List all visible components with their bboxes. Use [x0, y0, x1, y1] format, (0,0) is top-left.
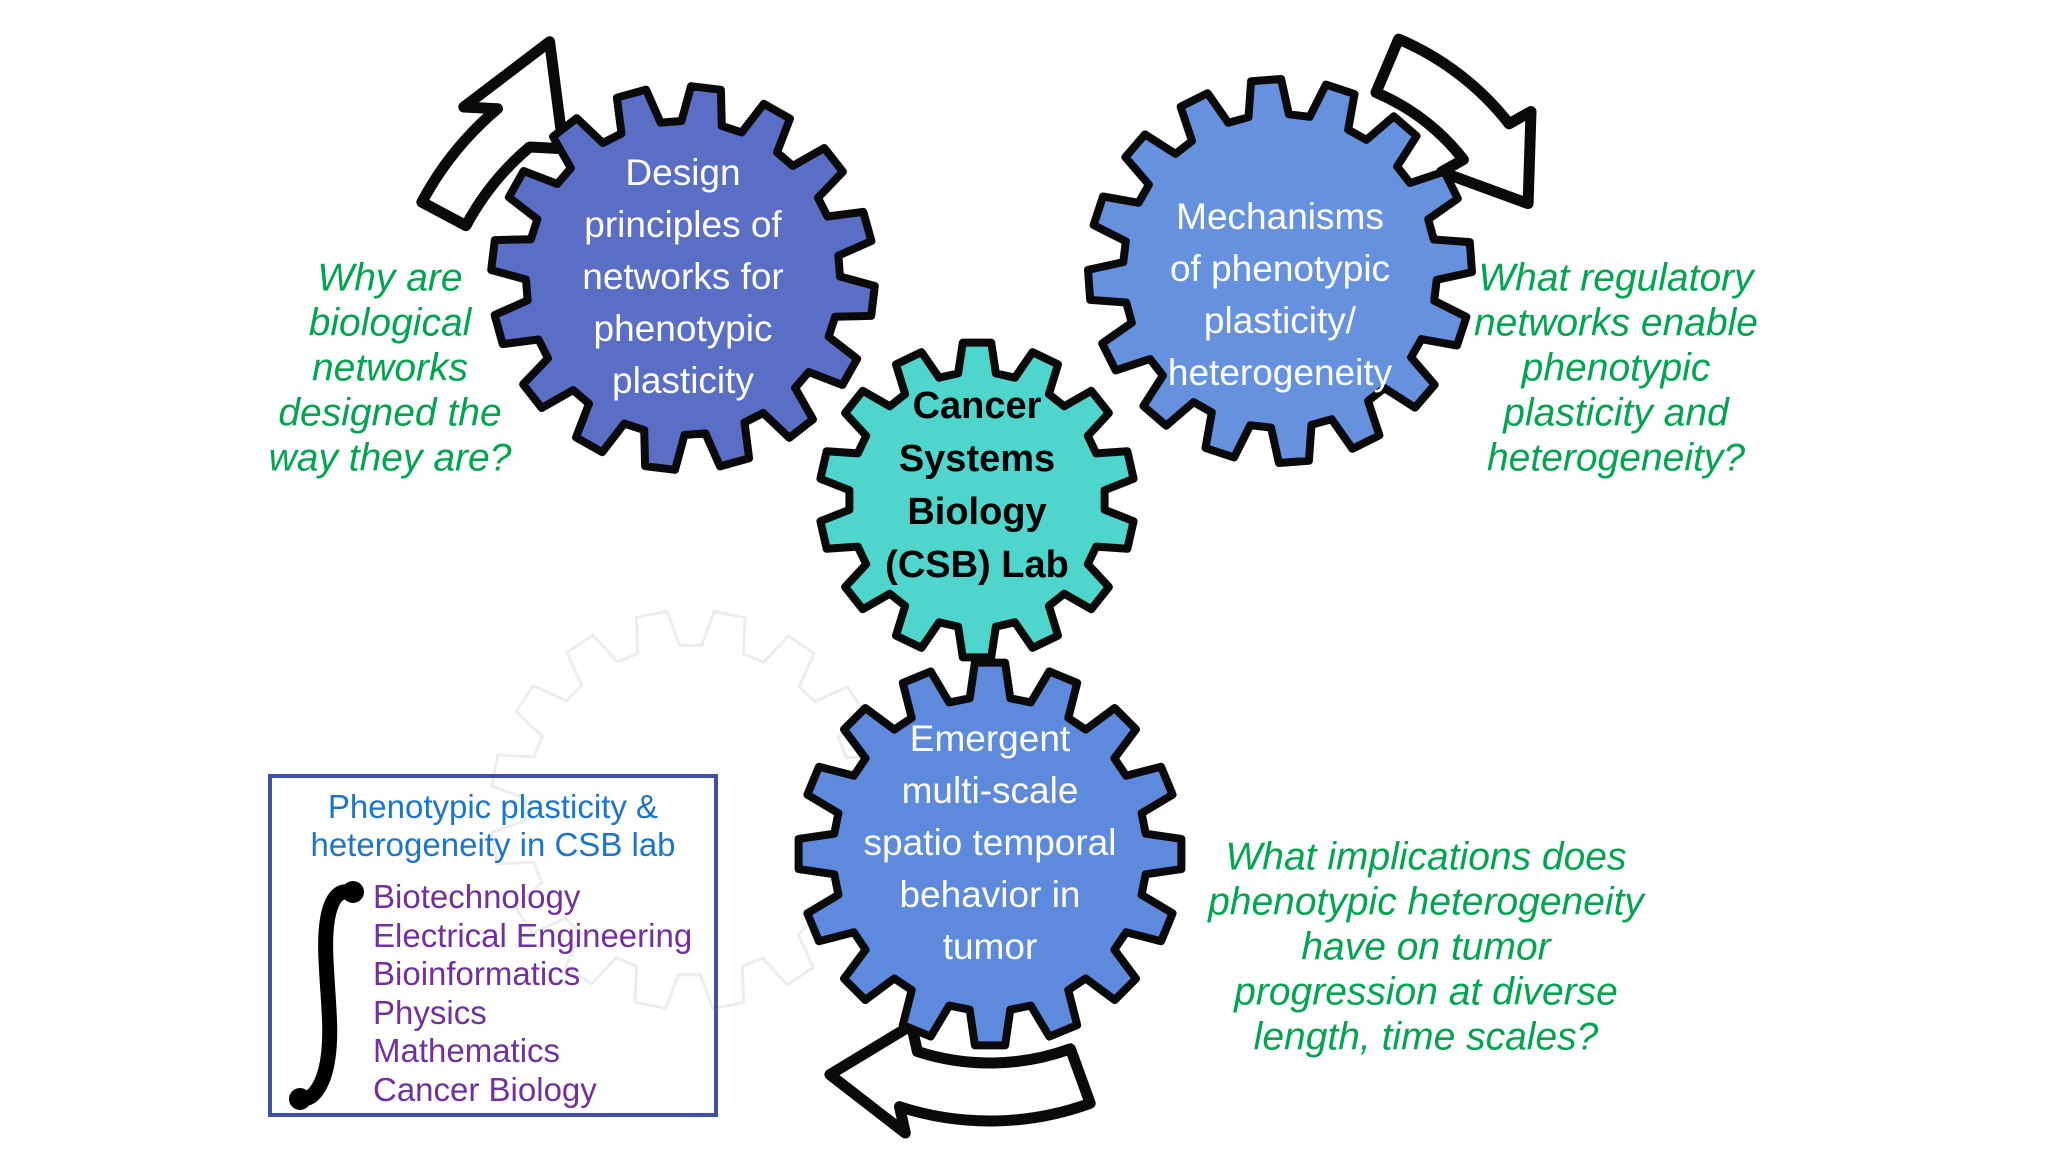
background-gear-watermark [489, 609, 891, 1011]
integral-stroke [292, 884, 360, 1106]
curved-arrow-bottom-icon [824, 1019, 1096, 1139]
discipline-item: Biotechnology [373, 878, 581, 915]
question-design: Why are biological networks designed the… [268, 256, 512, 480]
gear-design-shape [487, 82, 879, 474]
gear-label-design: Design principles of networks for phenot… [582, 152, 784, 401]
gear-center-shape [816, 338, 1138, 662]
gear-label-emergent: Emergent multi-scale spatio temporal beh… [863, 718, 1117, 967]
discipline-item: Physics [373, 993, 487, 1031]
integral-ball-bottom [289, 1088, 311, 1110]
curved-arrow-top-right-icon [1370, 33, 1537, 210]
discipline-item: Cancer Biology [373, 1070, 597, 1108]
discipline-item: Mathematics [373, 1032, 561, 1069]
integral-icon [289, 881, 364, 1110]
question-emergent: What implications does phenotypic hetero… [1208, 835, 1644, 1059]
discipline-item: Electrical Engineering [373, 916, 693, 954]
legend-title: Phenotypic plasticity & heterogeneity in… [310, 788, 676, 863]
gear-mechanisms-shape [1084, 75, 1476, 467]
discipline-item: Bioinformatics [373, 955, 581, 992]
legend-box: Phenotypic plasticity & heterogeneity in… [268, 774, 718, 1117]
gear-emergent-shape [794, 658, 1186, 1050]
gear-label-mechanisms: Mechanisms of phenotypic plasticity/ het… [1167, 196, 1393, 393]
integral-ball-top [342, 881, 364, 903]
gear-label-center: Cancer Systems Biology (CSB) Lab [885, 385, 1069, 586]
question-mechanisms: What regulatory networks enable phenotyp… [1473, 256, 1759, 480]
curved-arrow-top-left-icon [416, 36, 569, 232]
